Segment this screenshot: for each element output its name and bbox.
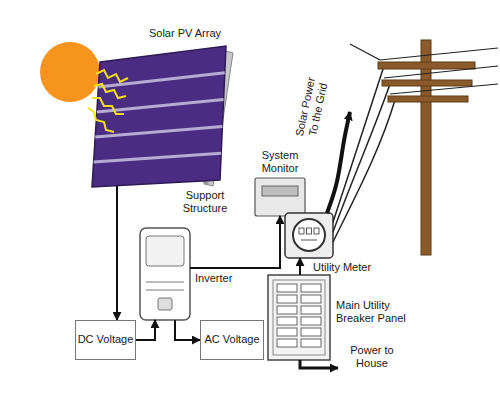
flow-arrow — [190, 216, 280, 268]
part-label: Main Utility Breaker Panel — [336, 299, 418, 325]
part-label: Utility Meter — [313, 261, 393, 274]
panel-stripe — [97, 100, 224, 112]
sun-ray — [88, 108, 114, 132]
service-wire — [333, 100, 395, 242]
breakers — [277, 284, 321, 347]
breaker — [301, 306, 321, 314]
dc-voltage-box: DC Voltage — [75, 320, 136, 360]
sun-ray — [96, 70, 128, 82]
panel-stripe — [95, 126, 222, 137]
meter-dial — [299, 228, 304, 234]
breaker — [277, 339, 297, 347]
flow-arrow — [327, 112, 350, 213]
breaker — [277, 328, 297, 336]
grid-wire — [350, 44, 380, 60]
meter-glass — [293, 219, 325, 251]
power-arrow — [300, 360, 338, 368]
pole-crossbar — [382, 80, 472, 86]
pole-crossbar — [378, 62, 475, 69]
breaker-panel-body — [268, 275, 330, 360]
breaker — [277, 317, 297, 325]
breaker — [277, 284, 297, 292]
pv-array: Solar PV Array — [92, 46, 226, 187]
monitor-screen — [262, 186, 298, 196]
monitor-body — [255, 178, 305, 216]
breaker — [301, 317, 321, 325]
inverter-line — [146, 290, 184, 291]
flow-arrow — [299, 258, 301, 275]
breaker — [301, 339, 321, 347]
part-label: Inverter — [195, 272, 245, 285]
box-label: DC Voltage — [78, 333, 134, 346]
system-monitor: System Monitor — [255, 178, 305, 216]
grid-wire — [384, 66, 498, 78]
breaker-panel-frame — [273, 280, 325, 355]
meter-dial — [314, 228, 319, 234]
sun-ray — [94, 84, 126, 98]
part-label: Solar Power To the Grid — [292, 72, 332, 144]
pv-panel — [92, 46, 226, 187]
breaker — [301, 284, 321, 292]
inverter-switch — [158, 298, 172, 310]
note-label: Power to House — [344, 344, 400, 370]
flow-arrow — [175, 320, 200, 340]
inverter: Inverter — [140, 228, 190, 320]
ac-voltage-box: AC Voltage — [200, 320, 264, 360]
utility-pole — [421, 40, 431, 255]
meter-line — [301, 240, 317, 241]
breaker — [301, 295, 321, 303]
pole-crossbar — [388, 96, 468, 102]
part-label: Solar PV Array — [140, 27, 230, 40]
inverter-panel — [146, 236, 184, 266]
meter-dial — [307, 228, 312, 234]
grid-wire — [380, 48, 498, 60]
panel-stripe — [94, 153, 222, 162]
box-label: AC Voltage — [204, 333, 259, 346]
meter-body — [285, 213, 333, 258]
flow-arrow — [136, 320, 155, 340]
part-label: System Monitor — [250, 149, 310, 175]
breaker — [277, 306, 297, 314]
grid-wire — [390, 84, 498, 94]
utility-grid: Solar Power To the Grid — [350, 40, 480, 255]
sun-ray — [92, 98, 124, 114]
breaker — [301, 328, 321, 336]
part-name: Support Structure — [176, 189, 234, 215]
sun — [40, 42, 100, 102]
inverter-body — [140, 228, 190, 320]
breaker — [277, 295, 297, 303]
flow-arrow — [116, 186, 118, 321]
inverter-line — [146, 282, 184, 283]
service-wire — [333, 66, 384, 222]
utility-meter: Utility Meter — [285, 213, 333, 258]
breaker-panel: Main Utility Breaker Panel — [268, 275, 330, 360]
